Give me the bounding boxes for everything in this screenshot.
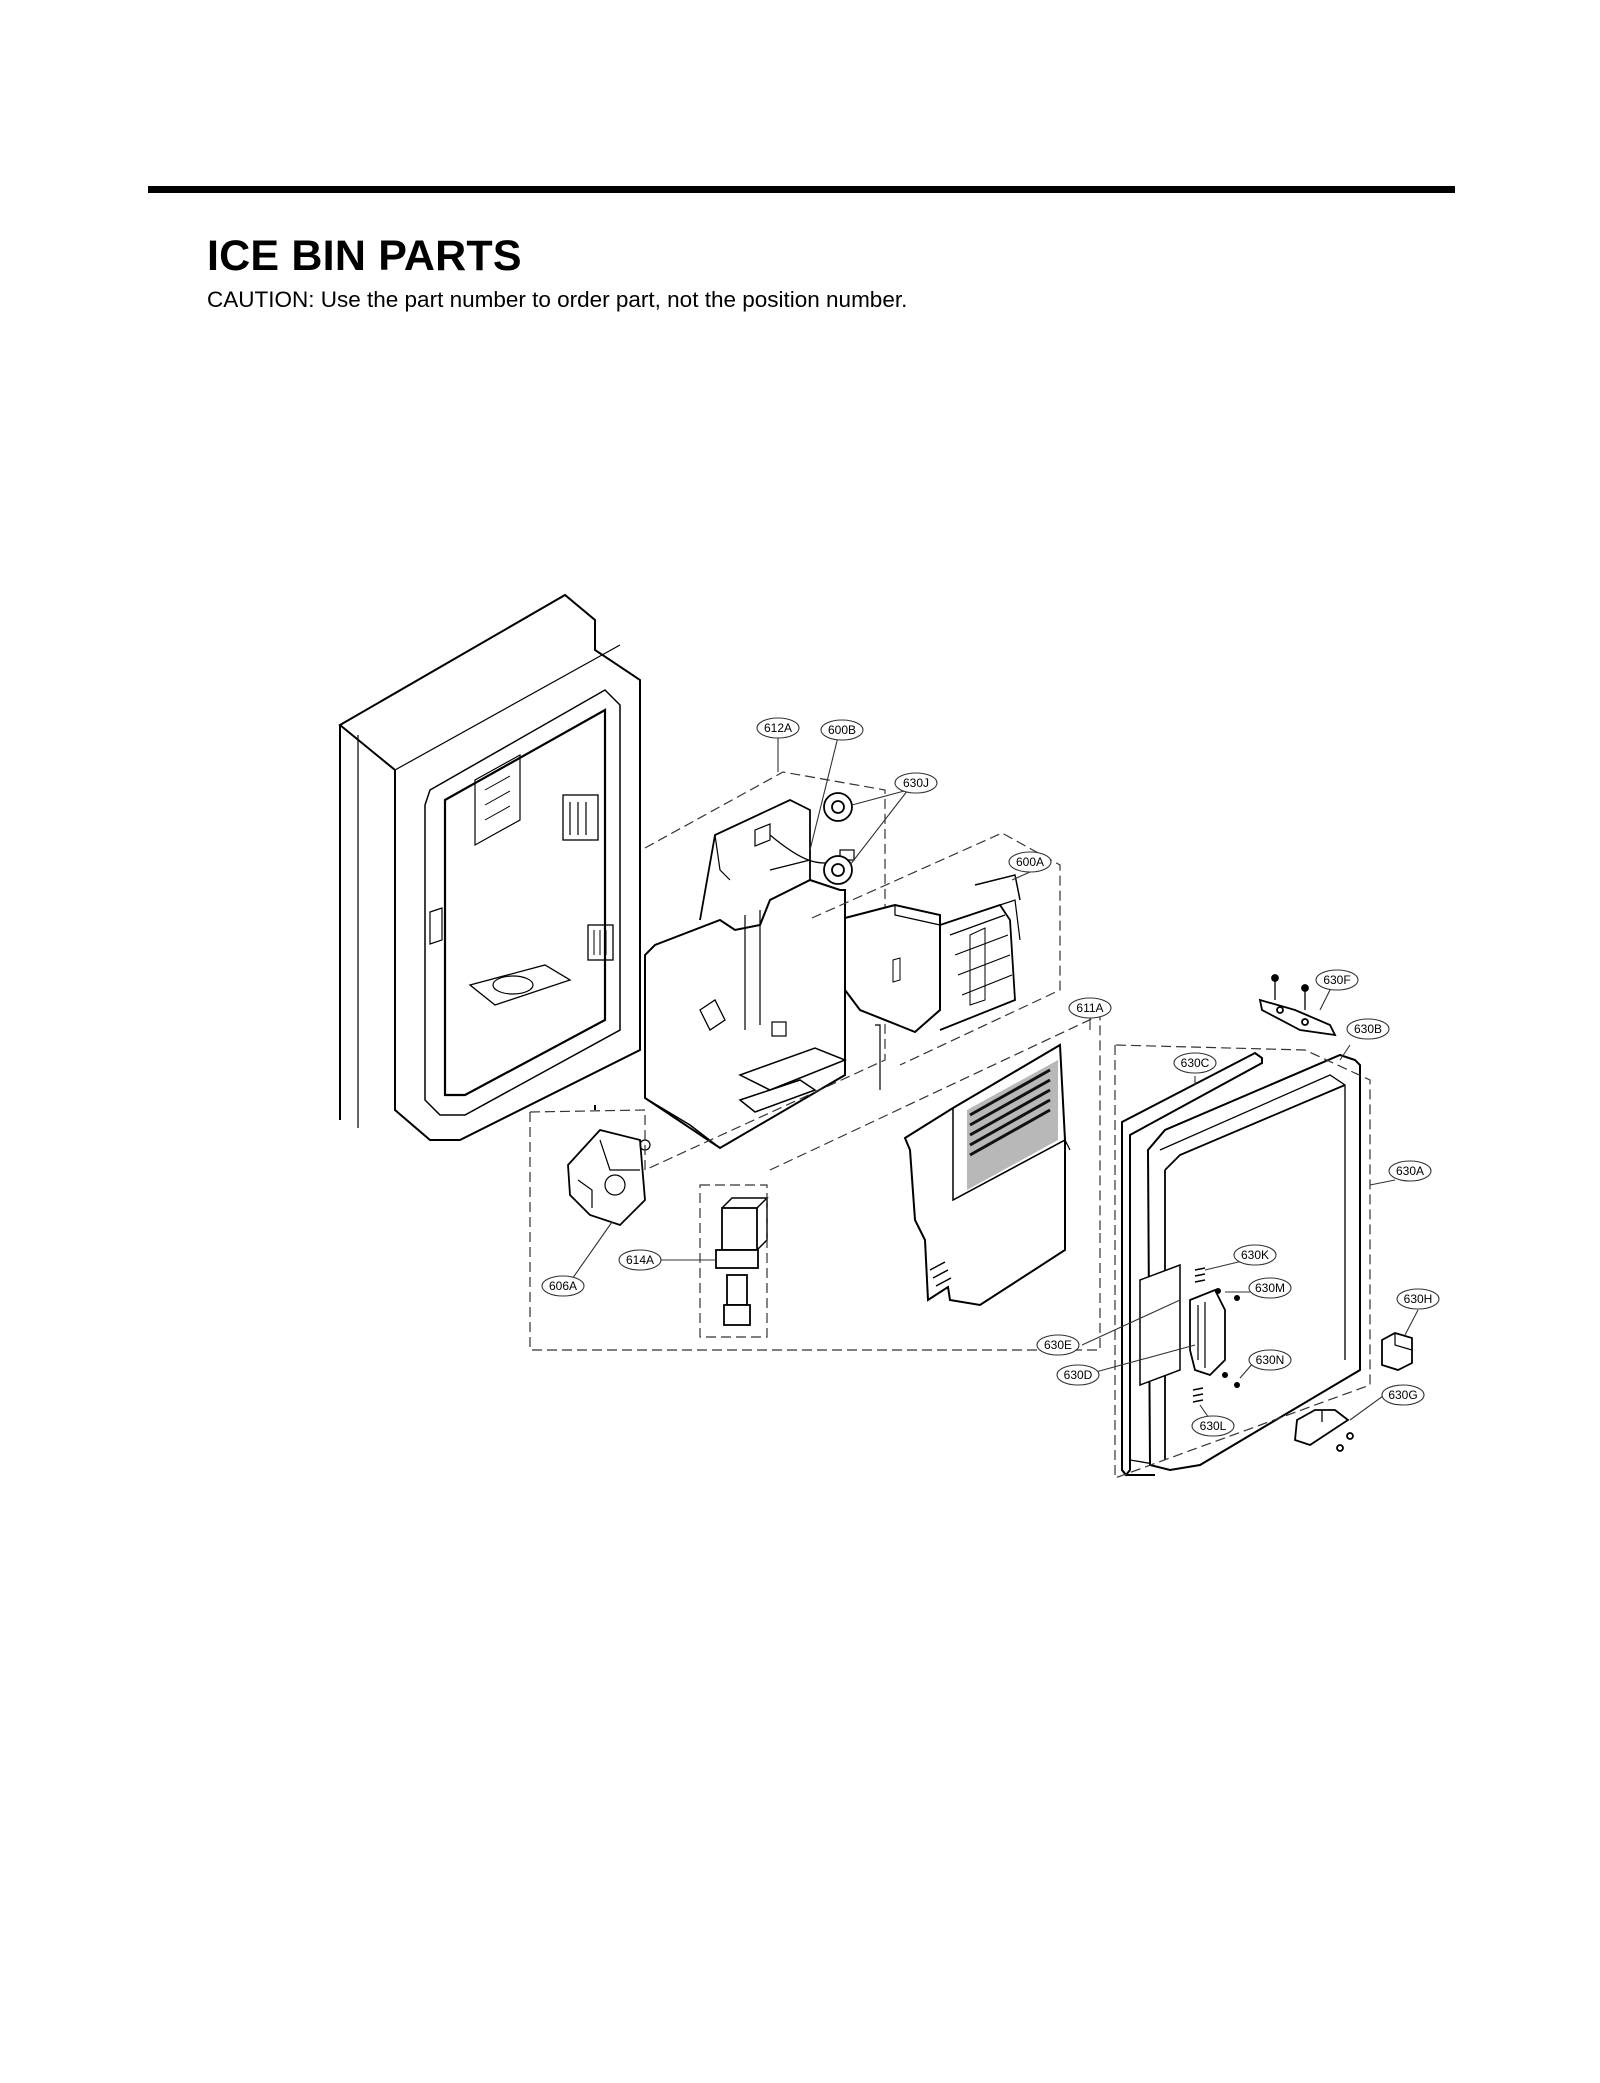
- callout-600a: 600A: [1008, 851, 1052, 873]
- callout-text: 630C: [1181, 1056, 1210, 1070]
- rollers: [823, 792, 853, 885]
- callout-630e: 630E: [1036, 1334, 1080, 1356]
- callout-text: 630D: [1064, 1368, 1093, 1382]
- callout-606a: 606A: [541, 1275, 585, 1297]
- callout-630b: 630B: [1346, 1018, 1390, 1040]
- callout-text: 600A: [1016, 855, 1044, 869]
- callout-ellipse: [1036, 1334, 1080, 1356]
- callout-ellipse: [1315, 969, 1359, 991]
- auger-motor: [567, 1128, 651, 1227]
- callout-text: 630K: [1241, 1248, 1269, 1262]
- callout-630a: 630A: [1388, 1160, 1432, 1182]
- callout-ellipse: [1248, 1277, 1292, 1299]
- cap-part: [1381, 1332, 1413, 1371]
- callout-630g: 630G: [1381, 1384, 1425, 1406]
- callout-611a: 611A: [1068, 997, 1112, 1019]
- callout-text: 630F: [1323, 973, 1350, 987]
- callout-text: 630A: [1396, 1164, 1424, 1178]
- hinge-bottom: [1294, 1409, 1354, 1452]
- callout-ellipse: [894, 772, 938, 794]
- callout-600b: 600B: [820, 719, 864, 741]
- callout-ellipse: [541, 1275, 585, 1297]
- callout-630d: 630D: [1056, 1364, 1100, 1386]
- ice-chute-assembly: [644, 799, 881, 1150]
- callout-ellipse: [1068, 997, 1112, 1019]
- callout-text: 630N: [1256, 1353, 1285, 1367]
- callout-630c: 630C: [1173, 1052, 1217, 1074]
- callout-612a: 612A: [756, 717, 800, 739]
- callout-text: 630E: [1044, 1338, 1072, 1352]
- page-title: ICE BIN PARTS: [207, 232, 522, 280]
- callout-labels: 612A 600B 630J 600A 630F 630B 611A 630C 630A 630K…: [541, 717, 1440, 1437]
- callout-text: 600B: [828, 723, 856, 737]
- callout-ellipse: [1396, 1288, 1440, 1310]
- callout-ellipse: [1388, 1160, 1432, 1182]
- callout-text: 611A: [1076, 1001, 1103, 1015]
- callout-ellipse: [756, 717, 800, 739]
- callout-614a: 614A: [618, 1249, 662, 1271]
- callout-ellipse: [618, 1249, 662, 1271]
- top-rule: [148, 186, 1455, 193]
- callout-ellipse: [1056, 1364, 1100, 1386]
- leader-lines: [569, 736, 1419, 1425]
- callout-text: 606A: [549, 1279, 577, 1293]
- callout-630k: 630K: [1233, 1244, 1277, 1266]
- callout-ellipse: [1248, 1349, 1292, 1371]
- caution-note: CAUTION: Use the part number to order pa…: [207, 287, 908, 312]
- group-outline-600a: [811, 832, 1061, 1066]
- group-outline-606a: [529, 1109, 1101, 1351]
- callout-text: 630J: [903, 776, 929, 790]
- callout-text: 630M: [1255, 1281, 1285, 1295]
- callout-text: 630L: [1200, 1419, 1227, 1433]
- callout-630f: 630F: [1315, 969, 1359, 991]
- ice-storage-bin: [903, 1043, 1071, 1307]
- callout-ellipse: [1381, 1384, 1425, 1406]
- callout-text: 614A: [626, 1253, 654, 1267]
- icemaker-assembly: [844, 874, 1021, 1034]
- callout-630m: 630M: [1248, 1277, 1292, 1299]
- callout-ellipse: [820, 719, 864, 741]
- group-outline-614a: [699, 1184, 768, 1338]
- callout-630j: 630J: [894, 772, 938, 794]
- callout-text: 612A: [764, 721, 792, 735]
- callout-text: 630G: [1388, 1388, 1417, 1402]
- callout-ellipse: [1233, 1244, 1277, 1266]
- callout-text: 630H: [1404, 1292, 1433, 1306]
- callout-ellipse: [1346, 1018, 1390, 1040]
- screws: [1215, 1288, 1240, 1388]
- callout-ellipse: [1008, 851, 1052, 873]
- group-outline-612a: [644, 771, 886, 1171]
- hinge-top: [1258, 974, 1337, 1037]
- callout-ellipse: [1191, 1415, 1235, 1437]
- solenoid-assembly: [715, 1197, 769, 1326]
- callout-630h: 630H: [1396, 1288, 1440, 1310]
- dispenser-housing: [338, 593, 641, 1141]
- callout-630n: 630N: [1248, 1349, 1292, 1371]
- callout-text: 630B: [1354, 1022, 1382, 1036]
- callout-ellipse: [1173, 1052, 1217, 1074]
- group-outline-630a: [1114, 1044, 1371, 1479]
- callout-630l: 630L: [1191, 1415, 1235, 1437]
